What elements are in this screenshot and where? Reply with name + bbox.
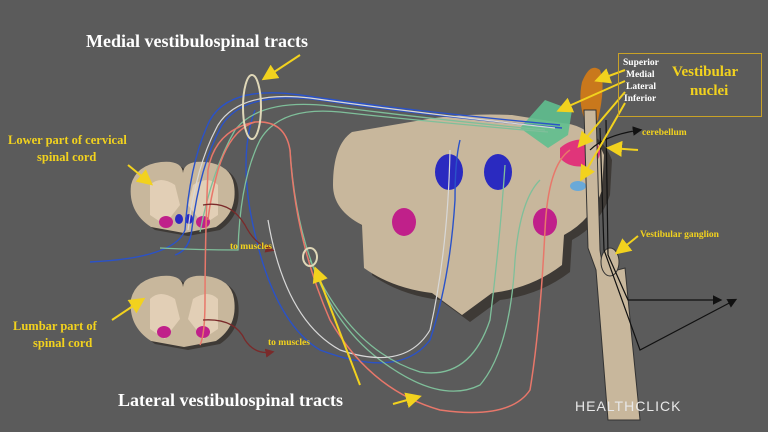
lateral-tract-highlight (302, 247, 318, 267)
vestibular-nuclei-title-2: nuclei (690, 83, 729, 99)
medulla-red-nucleus-left (392, 208, 416, 236)
to-muscles-upper-label: to muscles (230, 242, 272, 252)
pointer-arrows (111, 54, 639, 408)
inferior-vestibular-nucleus (570, 181, 586, 191)
white-tract-fiber (267, 149, 451, 359)
medulla-cross-section (333, 114, 612, 322)
medial-tract-highlight (242, 74, 262, 140)
arrow-cerebellum (606, 140, 639, 157)
arrow-superior (594, 68, 626, 84)
superior-label: Superior (623, 58, 659, 68)
medial-tract-fiber (89, 92, 561, 263)
lower-cervical-label-2: spinal cord (37, 150, 97, 164)
white-tract-fiber (187, 95, 556, 231)
cervical-cord-section (130, 161, 239, 236)
lower-cervical-label-1: Lower part of cervical (8, 133, 127, 147)
inferior-label: Inferior (624, 94, 657, 104)
arrow-lower-cervical (127, 164, 154, 186)
vestibular-nuclei-title-1: Vestibular (672, 64, 739, 80)
medial-tracts-title: Medial vestibulospinal tracts (86, 31, 309, 51)
to-muscles-lower-label: to muscles (268, 338, 310, 348)
vestibular-ganglion (600, 247, 620, 277)
arrow-inferior (580, 102, 626, 182)
lumbar-cord-section (130, 275, 239, 350)
arrow-lateral (577, 91, 626, 149)
lateral-tracts-title: Lateral vestibulospinal tracts (118, 390, 343, 410)
green-tract-fiber (309, 164, 506, 374)
lateral-tract-fiber (207, 121, 256, 221)
white-tract-fibers (187, 95, 556, 359)
medial-tract-fibers (89, 92, 563, 364)
medial-longitudinal-blue-nucleus-right (484, 154, 512, 190)
medial-tract-fiber (174, 97, 563, 256)
green-tract-fibers (159, 103, 549, 392)
arrow-lateral-tracts-right (392, 392, 422, 408)
lateral-tract-fiber (199, 121, 571, 414)
arrow-lumbar (111, 297, 146, 321)
arrow-vestibular-ganglion (614, 235, 639, 255)
medial-label: Medial (626, 70, 655, 80)
green-tract-fiber (199, 103, 546, 233)
vestibular-nuclei-box (618, 53, 762, 117)
watermark: HEALTHCLICK (575, 398, 682, 414)
lumbar-label-2: spinal cord (33, 336, 93, 350)
arrow-lateral-tracts (312, 266, 361, 386)
nerve-fiber (605, 119, 723, 305)
arrow-medial-tracts (261, 54, 301, 81)
vestibular-ganglion-label: Vestibular ganglion (640, 230, 719, 240)
green-tract-fiber (159, 110, 549, 251)
lateral-label: Lateral (626, 82, 657, 92)
cerebellum-label: cerebellum (642, 128, 687, 138)
lumbar-label-1: Lumbar part of (13, 319, 97, 333)
efferent-to-muscles-lower (202, 319, 275, 358)
nerve-fiber (599, 127, 738, 351)
medial-tract-fiber (245, 109, 461, 364)
arrow-medial (556, 80, 626, 113)
efferent-to-muscles-upper (202, 203, 275, 253)
lateral-tract-fibers (199, 121, 571, 414)
